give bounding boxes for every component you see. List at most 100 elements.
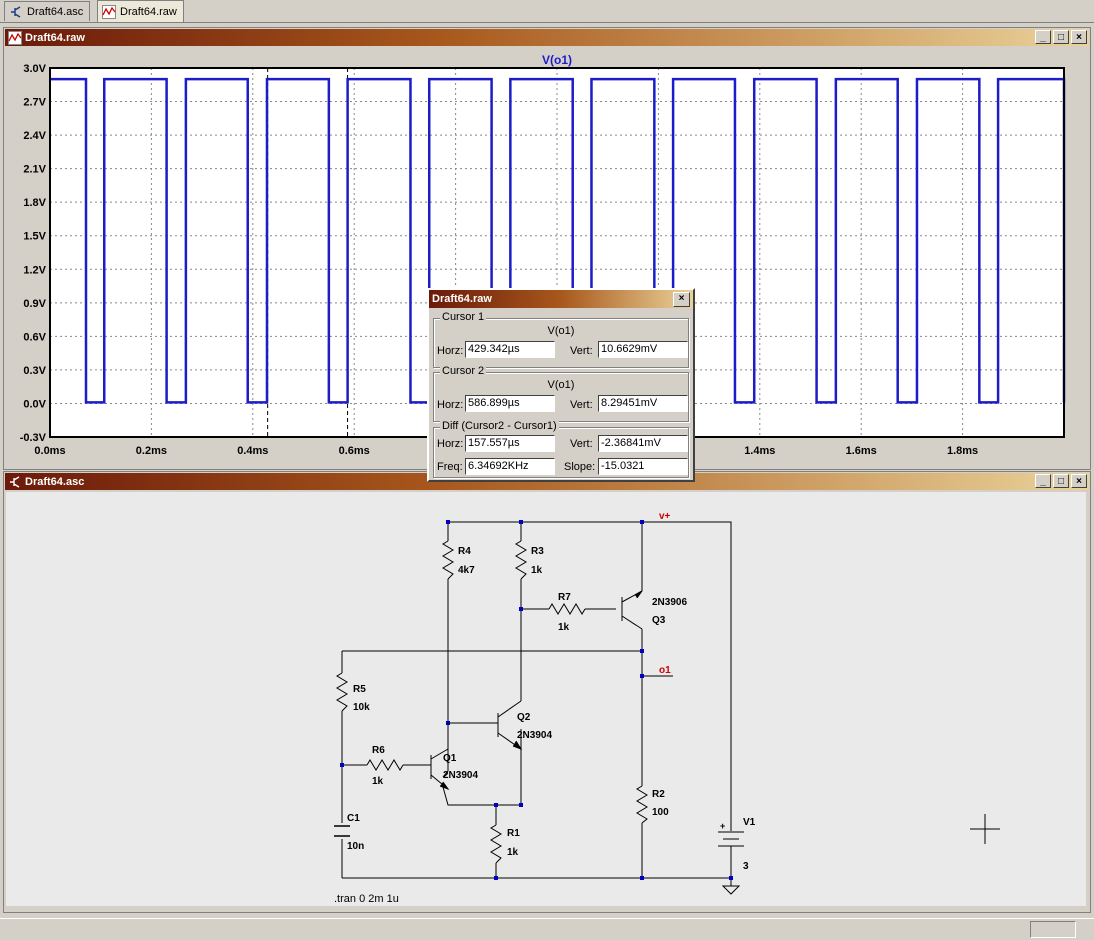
window-title: Draft64.asc [25,475,85,488]
schematic-canvas[interactable]: R4 4k7 R3 1k R7 1k 2N3906 Q3 R5 10k R6 1… [6,492,1086,906]
cursor2-vert-field[interactable]: 8.29451mV [598,395,688,412]
dialog-title: Draft64.raw [432,293,492,305]
waveform-icon [102,4,116,19]
c1-name: C1 [347,813,360,824]
horz-label: Horz: [437,345,464,357]
dialog-titlebar[interactable]: Draft64.raw [429,290,693,308]
slope-label: Slope: [564,461,596,473]
x-tick-label: 1.4ms [744,445,775,457]
status-bar [0,918,1094,940]
transistor-q1 [430,748,450,791]
junctions [340,520,733,880]
window-title: Draft64.raw [25,31,85,44]
r5-value: 10k [353,702,370,713]
diff-horz-field[interactable]: 157.557µs [465,435,555,452]
diff-freq-field[interactable]: 6.34692KHz [465,458,555,475]
cursor2-group: Cursor 2 V(o1) Horz: 586.899µs Vert: 8.2… [433,365,689,422]
horz-label: Horz: [437,399,464,411]
v1-name: V1 [743,817,756,828]
diff-slope-field[interactable]: -15.0321 [598,458,688,475]
waveform-window-titlebar[interactable]: Draft64.raw _ □ × [5,29,1089,46]
tab-label: Draft64.asc [27,5,84,18]
diff-vert-field[interactable]: -2.36841mV [598,435,688,452]
v1-plus-sign: + [720,821,725,831]
transistor-q3 [621,590,643,630]
r7-name: R7 [558,592,571,603]
y-tick-label: 1.2V [23,264,46,276]
close-button[interactable]: × [1071,474,1087,488]
group-label: Diff (Cursor2 - Cursor1) [440,420,559,432]
y-tick-label: 0.0V [23,398,46,410]
y-tick-label: 1.8V [23,197,46,209]
tab-draft64-raw[interactable]: Draft64.raw [97,0,184,22]
r6-name: R6 [372,745,385,756]
y-tick-label: 0.3V [23,365,46,377]
x-tick-label: 0.4ms [237,445,268,457]
r5-name: R5 [353,684,366,695]
maximize-button[interactable]: □ [1053,474,1069,488]
q1-model: 2N3904 [443,770,478,781]
r3-name: R3 [531,546,544,557]
cursor1-group: Cursor 1 V(o1) Horz: 429.342µs Vert: 10.… [433,311,689,368]
schematic-window: Draft64.asc _ □ × [3,471,1091,913]
y-tick-label: 2.4V [23,130,46,142]
r1-value: 1k [507,847,519,858]
x-tick-label: 1.6ms [846,445,877,457]
vert-label: Vert: [570,345,593,357]
q2-model: 2N3904 [517,730,552,741]
tab-draft64-asc[interactable]: Draft64.asc [4,1,91,21]
x-tick-label: 0.2ms [136,445,167,457]
diff-group: Diff (Cursor2 - Cursor1) Horz: 157.557µs… [433,420,689,478]
x-tick-label: 0.0ms [34,445,65,457]
crosshair-icon [970,814,1000,844]
ground-icon [721,885,741,895]
resistors [336,540,648,864]
trace-v-o1 [50,77,1066,404]
circuit-schematic[interactable]: R4 4k7 R3 1k R7 1k 2N3906 Q3 R5 10k R6 1… [6,492,1086,906]
r2-value: 100 [652,807,669,818]
waveform-icon [8,30,22,45]
capacitor-c1 [334,825,350,837]
x-tick-label: 0.6ms [339,445,370,457]
maximize-button[interactable]: □ [1053,30,1069,44]
group-label: Cursor 2 [440,365,487,377]
x-tick-label: 1.8ms [947,445,978,457]
c1-value: 10n [347,841,364,852]
dialog-close-button[interactable]: × [673,292,690,307]
minimize-button[interactable]: _ [1035,30,1051,44]
r3-value: 1k [531,565,543,576]
y-tick-label: 0.9V [23,298,46,310]
v1-value: 3 [743,861,749,872]
q3-model: 2N3906 [652,597,687,608]
y-tick-label: -0.3V [20,432,47,444]
cursor1-horz-field[interactable]: 429.342µs [465,341,555,358]
r2-name: R2 [652,789,665,800]
trace-label[interactable]: V(o1) [542,53,572,67]
horz-label: Horz: [437,438,464,450]
signal-name: V(o1) [547,325,575,337]
schematic-icon [11,5,21,18]
group-label: Cursor 1 [440,311,487,323]
freq-label: Freq: [437,461,463,473]
q3-name: Q3 [652,615,666,626]
cursor2-horz-field[interactable]: 586.899µs [465,395,555,412]
wires [341,521,732,886]
transistor-q2 [497,700,523,750]
vert-label: Vert: [570,399,593,411]
cursor-readout-dialog: Draft64.raw × Cursor 1 V(o1) Horz: 429.3… [427,288,695,482]
y-tick-label: 1.5V [23,231,46,243]
q1-name: Q1 [443,753,457,764]
status-cell [1030,921,1076,938]
spice-directive[interactable]: .tran 0 2m 1u [334,893,399,905]
net-label-vplus[interactable]: v+ [659,511,671,522]
net-label-o1[interactable]: o1 [659,665,671,676]
y-tick-label: 2.7V [23,97,46,109]
minimize-button[interactable]: _ [1035,474,1051,488]
y-tick-label: 0.6V [23,331,46,343]
close-button[interactable]: × [1071,30,1087,44]
y-tick-label: 2.1V [23,164,46,176]
y-tick-label: 3.0V [23,63,46,75]
voltage-source-v1 [718,816,744,853]
cursor1-vert-field[interactable]: 10.6629mV [598,341,688,358]
document-tab-bar: Draft64.asc Draft64.raw [0,0,1094,23]
